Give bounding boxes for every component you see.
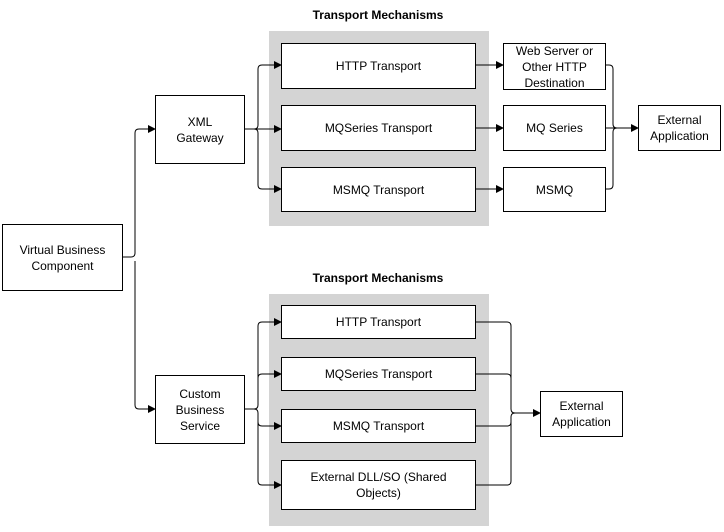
top-http-transport-box: HTTP Transport — [281, 43, 476, 89]
bottom-external-application-box: External Application — [540, 391, 623, 437]
external-dll-so-box: External DLL/SO (Shared Objects) — [281, 460, 476, 510]
bottom-mqseries-transport-box: MQSeries Transport — [281, 357, 476, 391]
top-group-title: Transport Mechanisms — [312, 8, 444, 22]
bottom-msmq-transport-box: MSMQ Transport — [281, 409, 476, 443]
bottom-http-transport-box: HTTP Transport — [281, 305, 476, 339]
top-external-application-box: External Application — [638, 105, 721, 151]
mq-series-box: MQ Series — [503, 105, 606, 151]
web-server-box: Web Server or Other HTTP Destination — [503, 43, 606, 90]
xml-gateway-box: XML Gateway — [155, 95, 245, 164]
custom-business-service-box: Custom Business Service — [155, 375, 245, 444]
virtual-business-component-box: Virtual Business Component — [2, 224, 123, 291]
top-mqseries-transport-box: MQSeries Transport — [281, 105, 476, 151]
bottom-group-title: Transport Mechanisms — [312, 271, 444, 285]
msmq-box: MSMQ — [503, 167, 606, 212]
top-msmq-transport-box: MSMQ Transport — [281, 167, 476, 212]
